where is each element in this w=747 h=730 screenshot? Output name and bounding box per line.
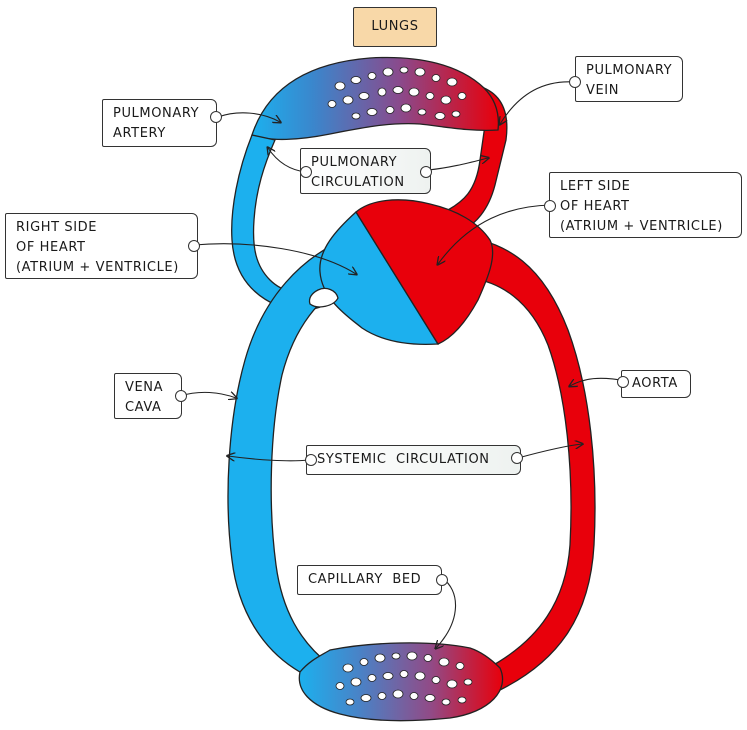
- pulmonary-circulation-tag-right: [420, 166, 432, 178]
- right-side-heart-tag: [188, 240, 200, 252]
- loop-gap: [308, 287, 339, 308]
- arrow-pulmonary-vein: [500, 81, 576, 124]
- capillary-cells: [335, 651, 473, 706]
- capillary-bed-tag: [436, 574, 448, 586]
- pulmonary-artery-label: PULMONARY ARTERY: [102, 99, 217, 147]
- pulmonary-vein-label: PULMONARY VEIN: [575, 56, 683, 102]
- pulmonary-circulation-tag-left: [300, 166, 312, 178]
- capillary-bed-label: CAPILLARY BED: [297, 565, 442, 595]
- arrow-right-side: [193, 243, 356, 274]
- right-side-heart-label: RIGHT SIDE OF HEART (ATRIUM + VENTRICLE): [5, 213, 198, 279]
- lung-alveoli: [327, 66, 467, 120]
- arrow-systemic-left: [228, 456, 309, 461]
- systemic-circulation-label: SYSTEMIC CIRCULATION: [306, 445, 521, 475]
- lungs-label: LUNGS: [353, 7, 437, 47]
- pulmonary-vein-tag: [569, 76, 581, 88]
- left-side-heart-tag: [544, 200, 556, 212]
- heart-left-side: [355, 199, 494, 345]
- heart-right-side: [319, 210, 440, 346]
- pulmonary-circulation-label: PULMONARY CIRCULATION: [300, 148, 431, 194]
- vena-cava-tag: [175, 390, 187, 402]
- left-side-heart-label: LEFT SIDE OF HEART (ATRIUM + VENTRICLE): [549, 172, 742, 238]
- aorta-label: AORTA: [621, 370, 691, 398]
- arrow-vena-cava: [179, 392, 236, 398]
- pulmonary-artery-tag: [210, 111, 222, 123]
- arrow-pulmonary-artery: [217, 112, 280, 122]
- systemic-circulation-tag-left: [305, 454, 317, 466]
- arrow-systemic-right: [517, 444, 582, 459]
- vena-cava-label: VENA CAVA: [114, 373, 182, 419]
- aorta-tag: [617, 376, 629, 388]
- systemic-circulation-tag-right: [511, 452, 523, 464]
- arrow-left-side: [438, 204, 552, 264]
- arrow-pulmonary-circ-right: [427, 158, 488, 171]
